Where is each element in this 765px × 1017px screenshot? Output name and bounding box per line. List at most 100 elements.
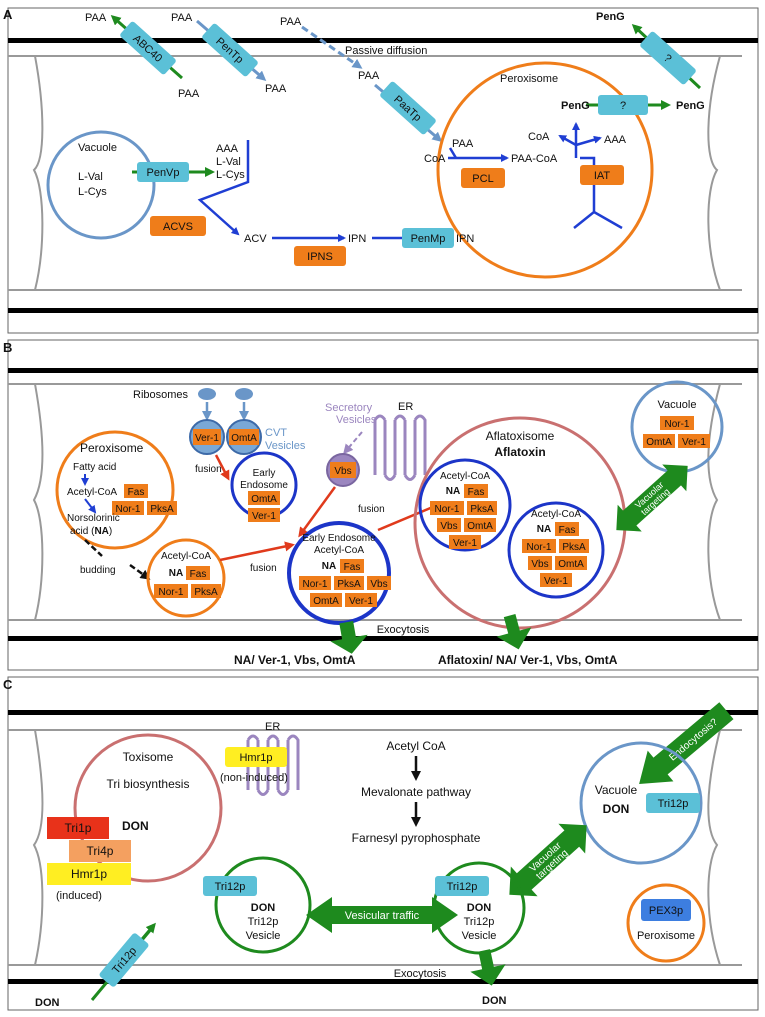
svg-text:Toxisome: Toxisome — [123, 750, 174, 764]
cell-wall — [8, 55, 742, 291]
paa-label: PAA — [452, 138, 474, 150]
aaa-label: AAA — [604, 134, 627, 146]
vacuolar-targeting-arrow: Vacuolar targeting — [509, 823, 587, 897]
svg-text:Tri12p: Tri12p — [215, 881, 246, 893]
diffusion-arrow — [301, 25, 363, 69]
non-induced-label: (non-induced) — [220, 772, 288, 784]
peng-label: PenG — [596, 11, 625, 23]
passive-diffusion-label: Passive diffusion — [345, 45, 427, 57]
nor1-tag — [299, 576, 331, 590]
omta-tag — [229, 429, 259, 445]
amino-acid-label: L-Val — [216, 156, 241, 168]
cell-wall — [8, 383, 742, 621]
membrane-top — [8, 368, 758, 373]
membrane-bottom — [8, 636, 758, 641]
svg-text:Vbs: Vbs — [531, 559, 548, 570]
peroxisome — [626, 883, 706, 963]
omta-tag — [310, 593, 342, 607]
iat-reaction-arrow — [575, 135, 602, 147]
acvs-enzyme — [150, 216, 206, 236]
panel-c: C Endocytosis? ER Hmr1p (non-induced) Ac… — [3, 676, 759, 1011]
svg-text:Fas: Fas — [344, 562, 361, 573]
pksa-tag — [559, 539, 589, 553]
svg-text:PksA: PksA — [337, 579, 361, 590]
svg-text:ACVS: ACVS — [163, 221, 193, 233]
vbs-tag — [367, 576, 391, 590]
svg-text:NA: NA — [537, 524, 551, 535]
don-label: DON — [482, 995, 507, 1007]
svg-text:Fas: Fas — [468, 487, 485, 498]
tri1p-tag — [47, 817, 109, 839]
acid-label: acid (NA) — [70, 526, 112, 537]
svg-text:Ver-1: Ver-1 — [349, 596, 373, 607]
vacuole-label: Vacuole — [78, 142, 117, 154]
svg-text:Nor-1: Nor-1 — [434, 504, 459, 515]
paa-label: PAA — [280, 16, 302, 28]
paa-label: PAA — [358, 70, 380, 82]
peng-label: PenG — [676, 100, 705, 112]
panel-c-letter: C — [3, 677, 13, 692]
budding-peroxisome — [146, 538, 226, 618]
secreted-products-label: Aflatoxin/ NA/ Ver-1, Vbs, OmtA — [438, 653, 618, 667]
svg-text:Tri biosynthesis: Tri biosynthesis — [107, 777, 190, 791]
ver1-tag — [449, 535, 481, 549]
svg-text:DON: DON — [467, 902, 492, 914]
pcl-enzyme — [461, 168, 505, 188]
svg-text:Vbs: Vbs — [370, 579, 387, 590]
exocytosis-label: Exocytosis — [394, 968, 447, 980]
ribosome — [198, 388, 216, 400]
svg-text:DON: DON — [251, 902, 276, 914]
hmr1p-tag — [47, 863, 131, 885]
svg-text:Ver-1: Ver-1 — [682, 437, 706, 448]
peroxisome — [55, 430, 175, 550]
svg-text:Vacuole: Vacuole — [595, 783, 638, 797]
penvp-transporter — [137, 162, 189, 182]
pentp-transporter: PenTp — [202, 23, 258, 77]
aflatoxin-vesicle — [507, 501, 605, 599]
ver1-tag — [248, 508, 280, 522]
er-label: ER — [265, 721, 280, 733]
fusion-arrow — [377, 502, 443, 532]
er-label: ER — [398, 401, 413, 413]
acv-label: ACV — [244, 233, 267, 245]
svg-text:NA: NA — [169, 568, 183, 579]
svg-text:OmtA: OmtA — [313, 596, 339, 607]
nor1-tag — [660, 416, 694, 430]
pex3p-tag — [641, 899, 691, 921]
svg-text:PenVp: PenVp — [146, 167, 179, 179]
tri12p-vesicle — [214, 856, 312, 954]
peroxisome-label: Peroxisome — [500, 73, 558, 85]
omta-tag — [248, 491, 280, 505]
svg-text:Vbs: Vbs — [440, 521, 457, 532]
svg-text:Tri1p: Tri1p — [65, 821, 92, 835]
svg-text:Acetyl-CoA: Acetyl-CoA — [531, 509, 581, 520]
svg-text:Vbs: Vbs — [334, 466, 351, 477]
fusion-arrow — [214, 454, 230, 481]
fas-tag — [124, 484, 148, 498]
secretory-arrow — [343, 431, 363, 455]
omta-tag — [643, 434, 675, 448]
induced-label: (induced) — [56, 890, 102, 902]
ribosome — [235, 388, 253, 400]
svg-text:Tri12p: Tri12p — [248, 916, 279, 928]
nor1-tag — [154, 584, 188, 598]
svg-text:DON: DON — [122, 819, 149, 833]
svg-text:Nor-1: Nor-1 — [115, 504, 140, 515]
vbs-tag — [528, 556, 552, 570]
svg-text:PenMp: PenMp — [411, 233, 446, 245]
svg-text:Vesicle: Vesicle — [246, 930, 281, 942]
pathway-arrow — [84, 498, 97, 514]
iat-reaction-arrow — [558, 134, 577, 147]
cell-wall — [8, 729, 742, 966]
hmr1p-tag — [225, 747, 287, 767]
exocytosis-arrow — [496, 614, 532, 650]
endoplasmic-reticulum — [373, 414, 427, 481]
membrane-top — [8, 710, 758, 715]
svg-text:Tri12p: Tri12p — [658, 798, 689, 810]
svg-text:Early: Early — [253, 468, 276, 479]
paa-coa-label: PAA-CoA — [511, 153, 558, 165]
svg-text:Acetyl CoA: Acetyl CoA — [386, 739, 445, 753]
panel-a-letter: A — [3, 7, 13, 22]
svg-text:DON: DON — [603, 802, 630, 816]
